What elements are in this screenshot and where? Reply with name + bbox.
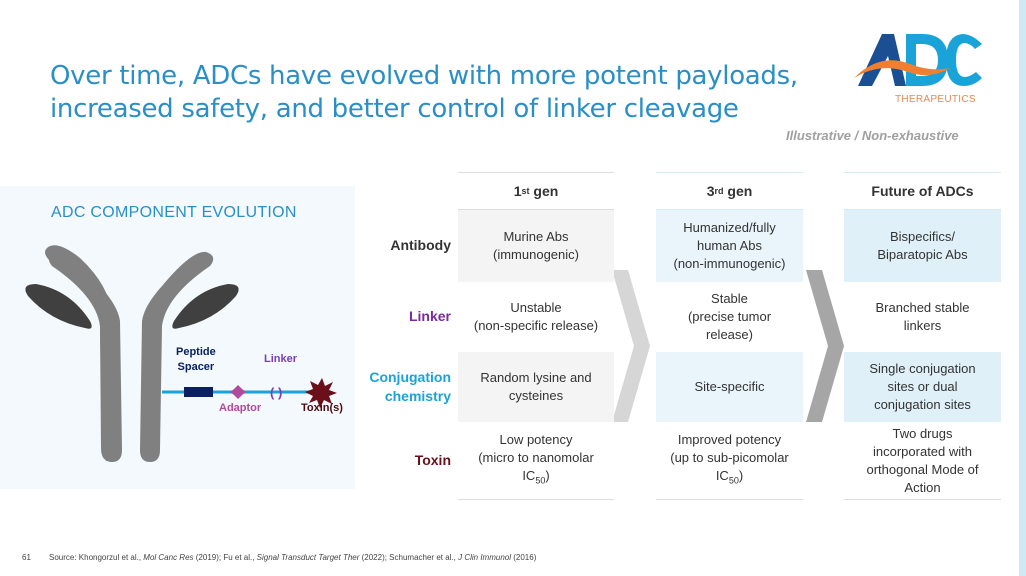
text: Source: Khongorzul et al.,: [49, 553, 144, 562]
text: Unstable (non-specific release): [473, 300, 599, 333]
title-line-1: Over time, ADCs have evolved with more p…: [50, 61, 798, 91]
chevron-arrow-1: [612, 270, 650, 422]
text: st: [521, 186, 530, 196]
text: Site-specific: [694, 379, 765, 394]
text: ): [738, 468, 744, 484]
linker-label: Linker: [264, 353, 298, 365]
text: rd: [714, 186, 724, 196]
text: (2016): [511, 553, 537, 562]
text: Spacer: [177, 361, 215, 373]
table-cell: Murine Abs (immunogenic): [458, 210, 614, 282]
row-label: Conjugation chemistry: [369, 369, 451, 404]
adaptor-label: Adaptor: [219, 402, 262, 414]
right-edge-strip: [1019, 0, 1026, 576]
text: J Clin Immunol: [458, 553, 512, 562]
page-number: 61: [22, 553, 31, 562]
text: Random lysine and cysteines: [480, 370, 592, 403]
source-footnote: Source: Khongorzul et al., Mol Canc Res …: [49, 553, 536, 562]
row-label: Antibody: [390, 237, 451, 253]
row-label: Toxin: [414, 452, 451, 468]
text: 50: [535, 475, 546, 486]
text: ): [545, 468, 550, 484]
adaptor-icon: [230, 385, 246, 399]
title-line-2: increased safety, and better control of …: [50, 94, 739, 124]
peptide-spacer-icon: [184, 387, 213, 397]
text: Signal Transduct Target Ther: [256, 553, 360, 562]
table-cell: Two drugs incorporated with orthogonal M…: [844, 422, 1001, 500]
text: Branched stable linkers: [875, 300, 970, 333]
text: Low potency (micro to nanomolar: [478, 432, 594, 466]
text: (2022); Schumacher et al.,: [359, 553, 459, 562]
adc-logo: [854, 34, 982, 86]
text: Improved potency (up to sub-picomolar: [670, 432, 789, 466]
text: IC: [715, 468, 729, 484]
text: Bispecifics/ Biparatopic Abs: [877, 229, 968, 262]
text: Future of ADCs: [871, 183, 974, 199]
slide-title: Over time, ADCs have evolved with more p…: [50, 60, 798, 126]
text: Stable (precise tumor release): [687, 291, 772, 342]
adc-component-panel: [0, 186, 355, 489]
text: Mol Canc Res: [143, 553, 194, 562]
table-cell: Site-specific: [656, 352, 803, 422]
toxin-icon: [305, 378, 337, 408]
chevron-arrow-2: [806, 270, 844, 422]
text: gen: [723, 183, 753, 199]
illustrative-note: Illustrative / Non-exhaustive: [786, 128, 959, 143]
row-label: Linker: [408, 308, 451, 324]
text: gen: [529, 183, 559, 199]
logo-subtitle: THERAPEUTICS: [895, 94, 976, 105]
table-cell: Branched stable linkers: [844, 282, 1001, 352]
text: 3: [706, 183, 715, 199]
column-header: Future of ADCs: [844, 172, 1001, 210]
table-cell: Bispecifics/ Biparatopic Abs: [844, 210, 1001, 282]
text: Peptide: [176, 346, 216, 358]
text: Single conjugation sites or dual conjuga…: [869, 361, 976, 412]
text: IC: [522, 468, 536, 484]
text: Murine Abs (immunogenic): [493, 229, 579, 262]
text: 50: [728, 475, 739, 486]
antibody-diagram: ( ): [25, 245, 337, 462]
text: Humanized/fully human Abs (non-immunogen…: [673, 220, 786, 271]
table-cell: Stable (precise tumor release): [656, 282, 803, 352]
text: Two drugs incorporated with orthogonal M…: [866, 425, 979, 495]
panel-title: ADC COMPONENT EVOLUTION: [51, 204, 297, 221]
table-cell: Humanized/fully human Abs (non-immunogen…: [656, 210, 803, 282]
text: 1: [513, 183, 522, 199]
text: (2019); Fu et al.,: [193, 553, 257, 562]
linker-bracket-icon: ( ): [270, 385, 282, 400]
table-cell: Unstable (non-specific release): [458, 282, 614, 352]
table-cell: Random lysine and cysteines: [458, 352, 614, 422]
table-cell: Single conjugation sites or dual conjuga…: [844, 352, 1001, 422]
toxin-label: Toxin(s): [301, 402, 343, 414]
